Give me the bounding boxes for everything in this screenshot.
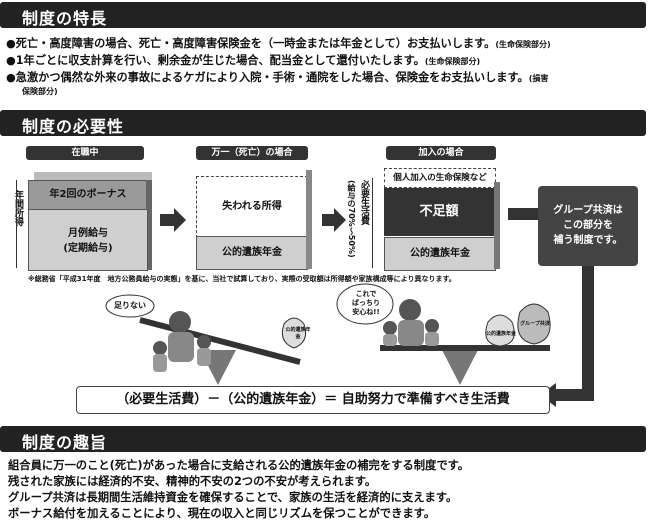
child-left-b-body	[197, 348, 211, 366]
annual-income-bracket	[16, 180, 18, 268]
required-bracket	[372, 178, 374, 268]
group-plan-box: グループ共済は この部分を 補う制度です。	[538, 186, 638, 266]
down-arrow-bend	[556, 389, 594, 401]
group-line1: グループ共済は	[553, 205, 623, 216]
illustration-right	[380, 299, 551, 385]
lost-income-box: 失われる所得	[196, 176, 308, 238]
shortage-box: 不足額	[384, 188, 494, 236]
group-line3: 補う制度です。	[553, 235, 623, 246]
bonus-box: 年2回のボーナス	[28, 180, 148, 210]
formula-box: （必要生活費）－（公的遺族年金）＝ 自助努力で準備すべき生活費	[76, 386, 550, 414]
bullet-3: ●急激かつ偶然な外来の事故によるケガにより入院・手術・通院をした場合、保険金をお…	[6, 71, 549, 84]
bubble-right	[336, 283, 394, 325]
stage2-box-side	[306, 170, 312, 269]
stage1-box-side	[146, 174, 152, 270]
stage-label-death: 万一（死亡）の場合	[196, 146, 308, 160]
header-purpose: 制度の趣旨	[0, 426, 646, 452]
seesaw-right-pivot	[442, 350, 478, 385]
purpose-line-4: ボーナス給付を加えることにより、現在の収入と同じリズムを保つことができます。	[8, 507, 436, 520]
stage-label-employed: 在職中	[26, 146, 144, 160]
purpose-line-3: グループ共済は長期間生活維持資金を確保することで、家族の生活を経済的に支えます。	[8, 491, 458, 504]
header-necessity: 制度の必要性	[0, 110, 646, 136]
bag-right-label-b: グループ共済	[520, 321, 550, 327]
mother-right-body	[398, 320, 424, 346]
stage3-box-side	[494, 182, 500, 269]
purpose-line-2: 残された家族には経済的不安、精神的不安の2つの不安が考えられます。	[8, 475, 377, 488]
salary-line2: (定期給与)	[63, 243, 113, 254]
money-bag-right-a-icon	[485, 314, 515, 347]
mother-right-head	[399, 299, 421, 321]
required-expense-label: 必要生活費	[359, 180, 369, 225]
bullet-2: ●1年ごとに収支計算を行い、剰余金が生じた場合、配当金として還付いたします。(生…	[6, 54, 481, 67]
required-expense-ratio: (給与の70%～50%)	[347, 180, 356, 258]
bubble-left-text: 足りない	[114, 301, 146, 310]
child-right-b-head	[425, 319, 439, 333]
mother-left-body	[168, 332, 194, 362]
child-right-a-head	[383, 321, 397, 335]
bubble-left	[105, 294, 155, 318]
arrow-2-head	[334, 208, 346, 232]
bag-left-label: 公的遺族年金	[285, 327, 311, 340]
bag-right-label-a: 公的遺族年金	[485, 331, 516, 337]
arrow-1-shaft	[160, 214, 174, 226]
annual-income-label: 年間所得	[13, 190, 23, 226]
header-features-title: 制度の特長	[22, 9, 108, 28]
child-right-a-body	[383, 334, 397, 346]
pension-box-2: 公的遺族年金	[196, 236, 308, 270]
group-line2: この部分を	[563, 220, 613, 231]
child-left-a-head	[153, 341, 167, 355]
salary-line1: 月例給与	[68, 228, 108, 239]
purpose-line-1: 組合員に万一のこと(死亡)があった場合に支給される公的遺族年金の補完をする制度で…	[8, 459, 470, 472]
footnote: ※総務省「平成31年度 地方公務員給与の実態」を基に、当社で試算しており、実際の…	[28, 275, 456, 283]
header-purpose-title: 制度の趣旨	[22, 433, 108, 452]
stage1-box-top	[34, 172, 152, 180]
salary-box: 月例給与 (定期給与)	[28, 209, 148, 271]
bullet-3-cont: 保険部分)	[22, 87, 58, 96]
money-bag-right-b-icon	[517, 303, 551, 345]
arrow-1-head	[174, 208, 186, 232]
down-arrow-shaft	[582, 266, 594, 398]
child-right-b-body	[425, 332, 439, 346]
personal-insurance-box: 個人加入の生命保険など	[384, 168, 496, 188]
arrow-2-shaft	[322, 214, 334, 226]
bubble-right-text: これで ばっちり 安心ね!!	[352, 290, 380, 316]
money-bag-left-icon	[281, 317, 307, 349]
bullet-1: ●死亡・高度障害の場合、死亡・高度障害保険金を（一時金または年金として）お支払い…	[6, 37, 551, 50]
child-left-a-body	[153, 354, 167, 372]
header-features: 制度の特長	[0, 2, 646, 28]
illustration-left	[105, 294, 307, 385]
stage-label-joined: 加入の場合	[386, 146, 496, 160]
child-left-b-head	[197, 335, 211, 349]
seesaw-left-board	[139, 317, 301, 365]
mother-left-head	[169, 311, 191, 333]
header-necessity-title: 制度の必要性	[22, 117, 125, 136]
connector-to-group	[508, 208, 538, 220]
pension-box-3: 公的遺族年金	[384, 237, 496, 271]
